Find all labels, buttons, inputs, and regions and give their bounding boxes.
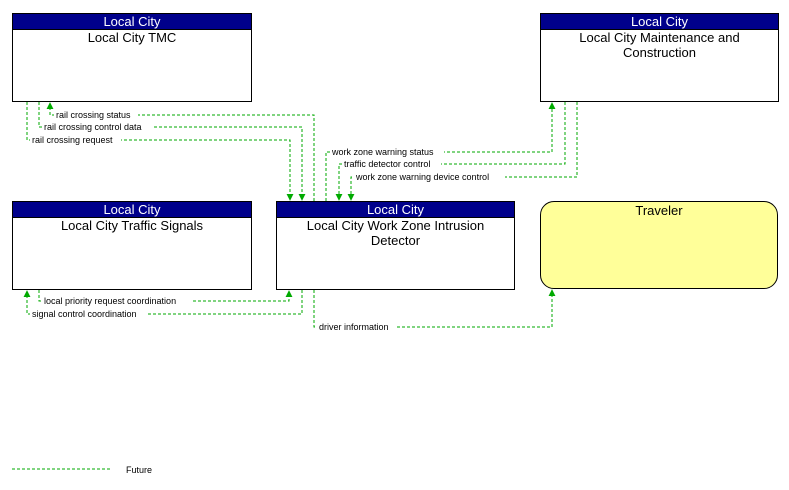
node-title: Local City TMC: [87, 30, 177, 45]
flow-label-traffic-detector-control: traffic detector control: [344, 159, 430, 169]
flow-label-local-priority-request-coordination: local priority request coordination: [44, 296, 176, 306]
flow-label-rail-crossing-request: rail crossing request: [32, 135, 113, 145]
flow-line-traffic-detector-control: [335, 102, 566, 201]
flow-label-signal-control-coordination: signal control coordination: [32, 309, 137, 319]
flow-label-work-zone-warning-status: work zone warning status: [331, 147, 434, 157]
node-traveler[interactable]: Traveler: [540, 201, 778, 289]
node-local-city-tmc[interactable]: Local City Local City TMC: [12, 13, 252, 102]
node-owner-header: Local City: [13, 202, 251, 218]
flow-label-driver-information: driver information: [319, 322, 389, 332]
node-local-city-traffic-signals[interactable]: Local City Local City Traffic Signals: [12, 201, 252, 290]
flow-label-work-zone-warning-device-control: work zone warning device control: [355, 172, 489, 182]
flow-line-signal-control-coordination: [23, 290, 303, 315]
flow-label-rail-crossing-status: rail crossing status: [56, 110, 131, 120]
node-owner-header: Local City: [541, 14, 778, 30]
node-title: Local City Traffic Signals: [60, 218, 204, 233]
flow-line-rail-crossing-status: [46, 102, 315, 201]
node-local-city-work-zone-detector[interactable]: Local City Local City Work Zone Intrusio…: [276, 201, 515, 290]
legend-future-label: Future: [126, 465, 152, 475]
node-owner-header: Local City: [13, 14, 251, 30]
node-title: Local City Work Zone Intrusion Detector: [306, 218, 485, 248]
node-owner-header: Local City: [277, 202, 514, 218]
flow-line-rail-crossing-control-data: [38, 102, 306, 201]
flow-line-driver-information: [313, 289, 556, 328]
flow-line-rail-crossing-request: [26, 102, 294, 201]
node-title: Local City Maintenance and Construction: [579, 30, 740, 60]
node-title: Traveler: [635, 203, 683, 218]
flow-label-rail-crossing-control-data: rail crossing control data: [44, 122, 142, 132]
node-local-city-maintenance[interactable]: Local City Local City Maintenance and Co…: [540, 13, 779, 102]
